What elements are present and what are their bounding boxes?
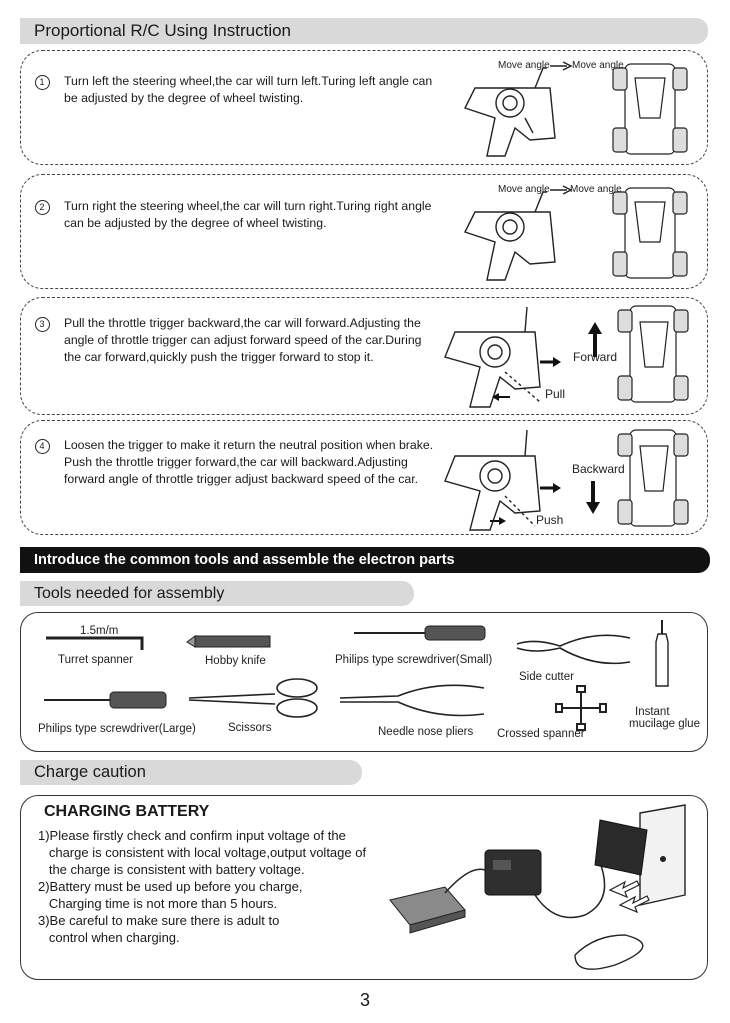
step-text-3: Pull the throttle trigger backward,the c… (64, 315, 444, 366)
wall-adapter-icon (594, 819, 648, 876)
step-1-move-angle-left: Move angle (498, 60, 550, 71)
step-2-move-angle-left: Move angle (498, 184, 550, 195)
step-3-line-3: the car forward,quickly push the trigger… (64, 350, 374, 364)
balance-charger-icon (484, 849, 542, 896)
step-number-2: 2 (32, 197, 52, 217)
step-1-line-2: be adjusted by the degree of wheel twist… (64, 91, 304, 105)
plug-direction-arrows (608, 880, 650, 914)
step-box-2 (20, 174, 708, 289)
section-header-tools: Tools needed for assembly (20, 581, 414, 606)
step-box-4 (20, 420, 708, 535)
step-4-line-2: Push the throttle trigger forward,the ca… (64, 455, 408, 469)
step-3-illustration (444, 305, 689, 408)
step-text-1: Turn left the steering wheel,the car wil… (64, 73, 444, 107)
screwdriver-small-icon (354, 625, 486, 641)
turret-spanner-label: Turret spanner (58, 654, 133, 666)
step-1-illustration (464, 61, 688, 157)
step-2-line-2: can be adjusted by the degree of wheel t… (64, 216, 327, 230)
step-4-line-3: forward angle of throttle trigger adjust… (64, 472, 419, 486)
section-header-charge-text: Charge caution (34, 763, 146, 781)
step-text-4: Loosen the trigger to make it return the… (64, 437, 444, 488)
step-4-illustration (444, 429, 689, 531)
screwdriver-large-icon (44, 691, 167, 709)
step-number-1: 1 (32, 72, 52, 92)
charging-line-3: the charge is consistent with battery vo… (38, 862, 305, 877)
hobby-knife-label: Hobby knife (205, 655, 266, 667)
needle-nose-pliers-icon (339, 684, 485, 717)
scissors-icon (188, 678, 318, 718)
step-number-2-text: 2 (34, 199, 50, 215)
step-2-move-angle-right: Move angle (570, 184, 622, 195)
step-1-move-angle-right: Move angle (572, 60, 624, 71)
glue-bottle-icon (655, 620, 669, 687)
tools-box (20, 612, 708, 752)
side-cutter-label: Side cutter (519, 671, 574, 683)
section-header-instruction: Proportional R/C Using Instruction (20, 18, 708, 44)
step-box-3 (20, 297, 708, 415)
page-number: 3 (359, 990, 370, 1010)
section-bar-introduce-text: Introduce the common tools and assemble … (34, 552, 455, 568)
step-4-backward-label: Backward (572, 462, 625, 476)
step-number-4-text: 4 (34, 438, 50, 454)
side-cutter-icon (516, 634, 631, 665)
step-4-push-label: Push (536, 513, 564, 527)
hobby-knife-icon (186, 635, 271, 648)
step-text-2: Turn right the steering wheel,the car wi… (64, 198, 444, 232)
step-number-3-text: 3 (34, 316, 50, 332)
step-4-line-1: Loosen the trigger to make it return the… (64, 438, 434, 452)
scissors-label: Scissors (228, 722, 272, 734)
wall-socket-icon (639, 804, 686, 906)
battery-pack-icon (389, 886, 466, 934)
turret-spanner-size: 1.5m/m (80, 625, 119, 637)
step-number-1-text: 1 (34, 74, 50, 90)
section-header-charge: Charge caution (20, 760, 362, 785)
section-header-instruction-text: Proportional R/C Using Instruction (34, 21, 292, 40)
glue-label-line-2: mucilage glue (629, 718, 700, 730)
charging-line-4: 2)Battery must be used up before you cha… (38, 879, 303, 894)
charging-line-2: charge is consistent with local voltage,… (38, 845, 367, 860)
charge-box (20, 795, 708, 980)
step-1-line-1: Turn left the steering wheel,the car wil… (64, 74, 433, 88)
crossed-spanner-icon (555, 685, 607, 731)
charging-line-6: 3)Be careful to make sure there is adult… (38, 913, 280, 928)
charging-line-1: 1)Please firstly check and confirm input… (38, 828, 346, 843)
section-bar-introduce: Introduce the common tools and assemble … (20, 547, 710, 573)
charging-title: CHARGING BATTERY (44, 803, 210, 820)
step-number-4: 4 (32, 436, 52, 456)
charger-illustration (389, 804, 686, 970)
charging-line-5: Charging time is not more than 5 hours. (38, 896, 278, 911)
section-header-tools-text: Tools needed for assembly (34, 584, 225, 602)
turret-spanner-icon (46, 636, 144, 650)
step-box-1 (20, 50, 708, 165)
step-2-line-1: Turn right the steering wheel,the car wi… (64, 199, 432, 213)
step-3-pull-label: Pull (545, 387, 566, 401)
needle-nose-pliers-label: Needle nose pliers (378, 726, 474, 738)
step-3-line-1: Pull the throttle trigger backward,the c… (64, 316, 421, 330)
step-2-illustration (464, 185, 688, 281)
step-3-line-2: angle of throttle trigger can adjust for… (64, 333, 422, 347)
screwdriver-small-label: Philips type screwdriver(Small) (335, 654, 493, 666)
charging-line-7: control when charging. (38, 930, 180, 945)
step-number-3: 3 (32, 314, 52, 334)
crossed-spanner-label: Crossed spanner (497, 728, 585, 740)
screwdriver-large-label: Philips type screwdriver(Large) (38, 723, 196, 735)
glue-label-line-1: Instant (635, 706, 670, 718)
